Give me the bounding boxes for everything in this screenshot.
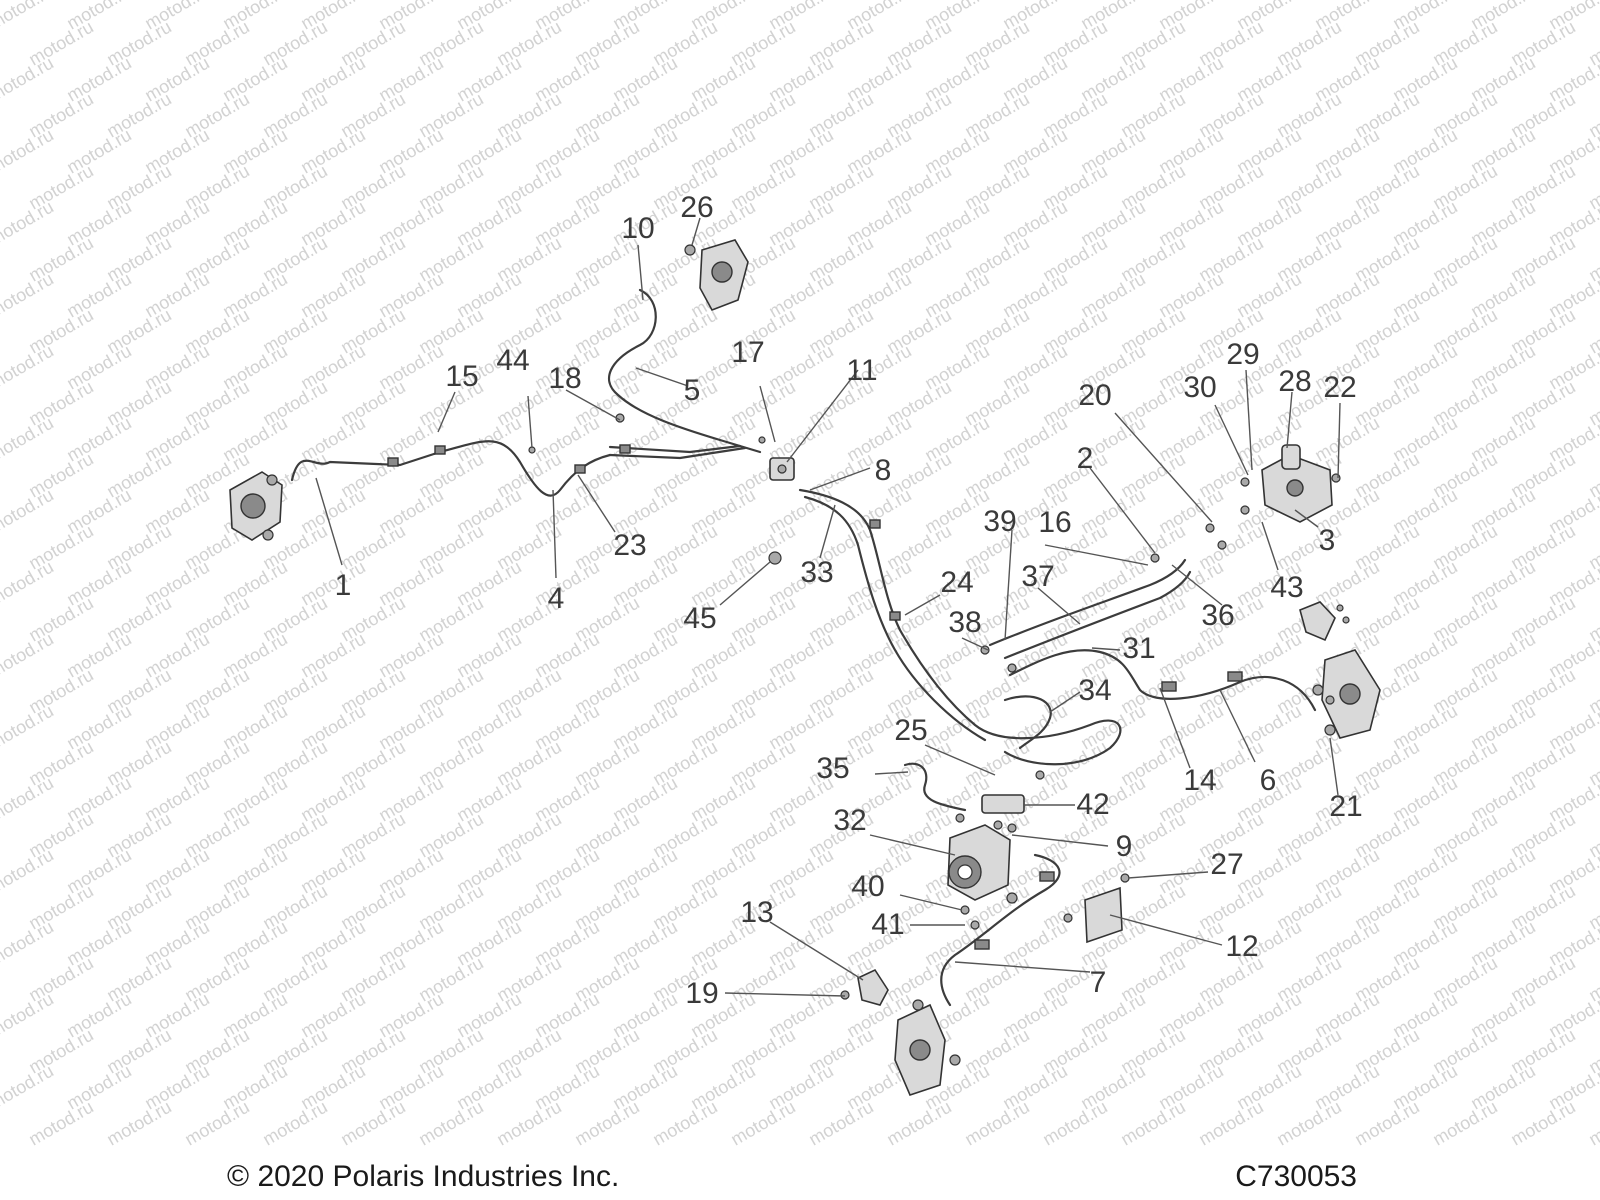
callout-38: 38 (948, 606, 981, 639)
brake-line-1 (290, 440, 612, 497)
callout-18: 18 (548, 362, 581, 395)
callout-34: 34 (1078, 674, 1111, 707)
callout-41: 41 (871, 908, 904, 941)
brake-line-34 (1003, 695, 1052, 750)
callout-39: 39 (983, 505, 1016, 538)
callout-6: 6 (1260, 764, 1277, 797)
callout-29: 29 (1226, 338, 1259, 371)
master-cylinder (1240, 444, 1341, 523)
callout-25: 25 (894, 714, 927, 747)
fasteners (528, 413, 1350, 930)
junction-block (769, 457, 795, 481)
callout-22: 22 (1323, 371, 1356, 404)
callout-14: 14 (1183, 764, 1216, 797)
callout-36: 36 (1201, 599, 1234, 632)
brake-line-16 (1003, 570, 1192, 660)
line-clips (387, 444, 1243, 950)
bleed-fitting (768, 551, 782, 565)
callout-27: 27 (1210, 848, 1243, 881)
brake-line-23 (608, 444, 742, 454)
rear-left-caliper (894, 999, 961, 1096)
rear-right-caliper (1312, 649, 1381, 739)
callout-40: 40 (851, 870, 884, 903)
brake-line-33 (803, 495, 987, 742)
copyright-text: © 2020 Polaris Industries Inc. (227, 1160, 619, 1193)
callout-45: 45 (683, 602, 716, 635)
brake-line-8 (798, 488, 1122, 766)
callout-28: 28 (1278, 365, 1311, 398)
callout-labels: 1 2 3 4 5 6 7 8 9 10 11 12 13 14 15 16 1… (335, 191, 1363, 1010)
leader-lines (315, 217, 1341, 997)
callout-19: 19 (685, 977, 718, 1010)
callout-10: 10 (621, 212, 654, 245)
callout-26: 26 (680, 191, 713, 224)
callout-42: 42 (1076, 788, 1109, 821)
callout-30: 30 (1183, 371, 1216, 404)
callout-12: 12 (1225, 930, 1258, 963)
callout-7: 7 (1090, 966, 1107, 999)
brake-line-37 (988, 558, 1187, 647)
callout-20: 20 (1078, 379, 1111, 412)
front-right-caliper (684, 239, 749, 311)
callout-16: 16 (1038, 506, 1071, 539)
callout-31: 31 (1122, 632, 1155, 665)
brake-lines (290, 288, 1317, 1007)
brake-line-35 (903, 762, 967, 812)
callout-9: 9 (1116, 830, 1133, 863)
callout-23: 23 (613, 529, 646, 562)
abs-bracket (1063, 873, 1130, 944)
distribution-block (981, 794, 1025, 833)
brake-line-4 (608, 446, 747, 460)
callout-43: 43 (1270, 571, 1303, 604)
brake-line-31 (1008, 649, 1317, 712)
mounting-bracket (1299, 601, 1336, 642)
callout-2: 2 (1077, 442, 1094, 475)
components (229, 239, 1381, 1096)
callout-8: 8 (875, 454, 892, 487)
rear-bracket (840, 968, 889, 1006)
callout-35: 35 (816, 752, 849, 785)
brake-line-7 (940, 853, 1061, 1007)
callout-3: 3 (1319, 524, 1336, 557)
callout-13: 13 (740, 896, 773, 929)
drawing-id: C730053 (1235, 1160, 1357, 1193)
callout-17: 17 (731, 336, 764, 369)
callout-44: 44 (496, 344, 529, 377)
abs-module (947, 824, 1018, 904)
callout-24: 24 (940, 566, 973, 599)
callout-15: 15 (445, 360, 478, 393)
callout-5: 5 (684, 374, 701, 407)
callout-4: 4 (548, 582, 565, 615)
callout-1: 1 (335, 569, 352, 602)
callout-37: 37 (1021, 560, 1054, 593)
callout-11: 11 (846, 354, 877, 387)
callout-33: 33 (800, 556, 833, 589)
callout-21: 21 (1329, 790, 1362, 823)
front-left-caliper (229, 471, 283, 541)
brake-line-5 (607, 288, 762, 454)
callout-32: 32 (833, 804, 866, 837)
